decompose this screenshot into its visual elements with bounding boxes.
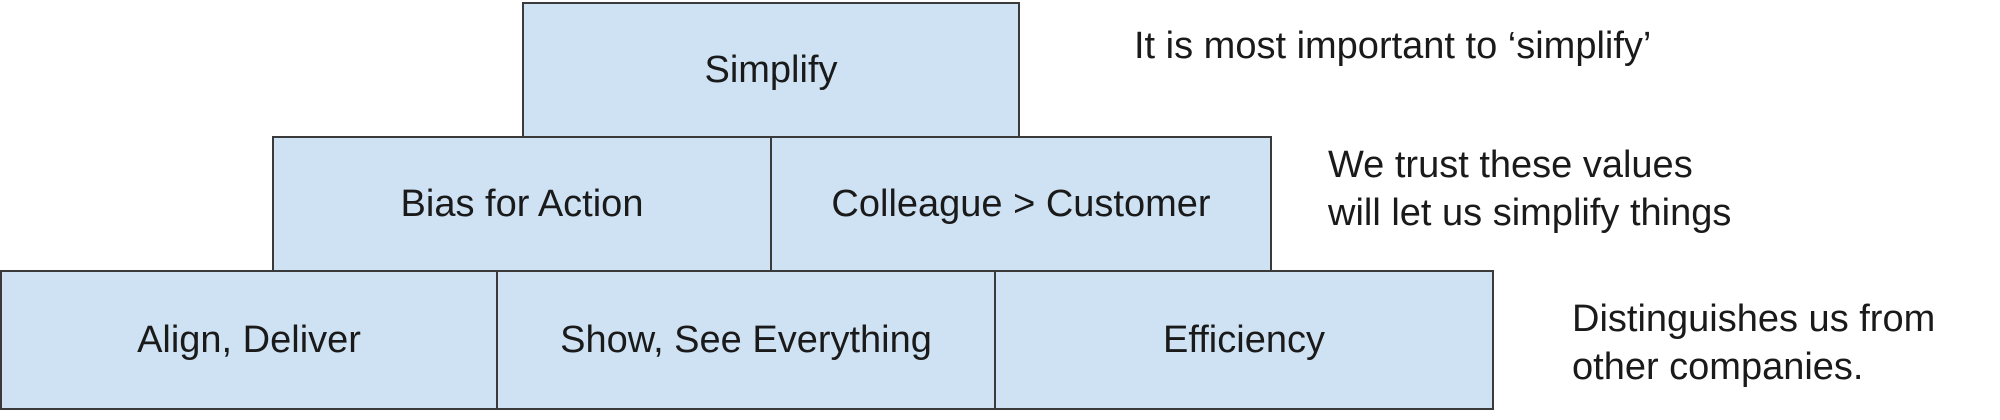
note-bottom: Distinguishes us from other companies. xyxy=(1572,295,1935,391)
note-top: It is most important to ‘simplify’ xyxy=(1134,22,1651,70)
note-bottom-line-1: Distinguishes us from xyxy=(1572,298,1936,340)
block-label: Align, Deliver xyxy=(137,318,361,361)
block-label: Simplify xyxy=(704,48,838,91)
note-middle-line-1: We trust these values xyxy=(1328,144,1693,186)
block-label: Colleague > Customer xyxy=(831,182,1211,225)
note-middle-line-2: will let us simplify things xyxy=(1328,192,1732,234)
block-label: Efficiency xyxy=(1163,318,1325,361)
tier-middle-block-colleague-customer: Colleague > Customer xyxy=(770,136,1272,272)
block-label: Show, See Everything xyxy=(560,318,932,361)
tier-top-block-simplify: Simplify xyxy=(522,2,1020,138)
tier-bottom-block-efficiency: Efficiency xyxy=(994,270,1494,410)
note-middle: We trust these values will let us simpli… xyxy=(1328,141,1731,237)
tier-bottom-block-show-see-everything: Show, See Everything xyxy=(496,270,996,410)
note-top-text: It is most important to ‘simplify’ xyxy=(1134,25,1652,67)
tier-middle-block-bias-for-action: Bias for Action xyxy=(272,136,772,272)
block-label: Bias for Action xyxy=(400,182,644,225)
tier-bottom-block-align-deliver: Align, Deliver xyxy=(0,270,498,410)
note-bottom-line-2: other companies. xyxy=(1572,346,1864,388)
